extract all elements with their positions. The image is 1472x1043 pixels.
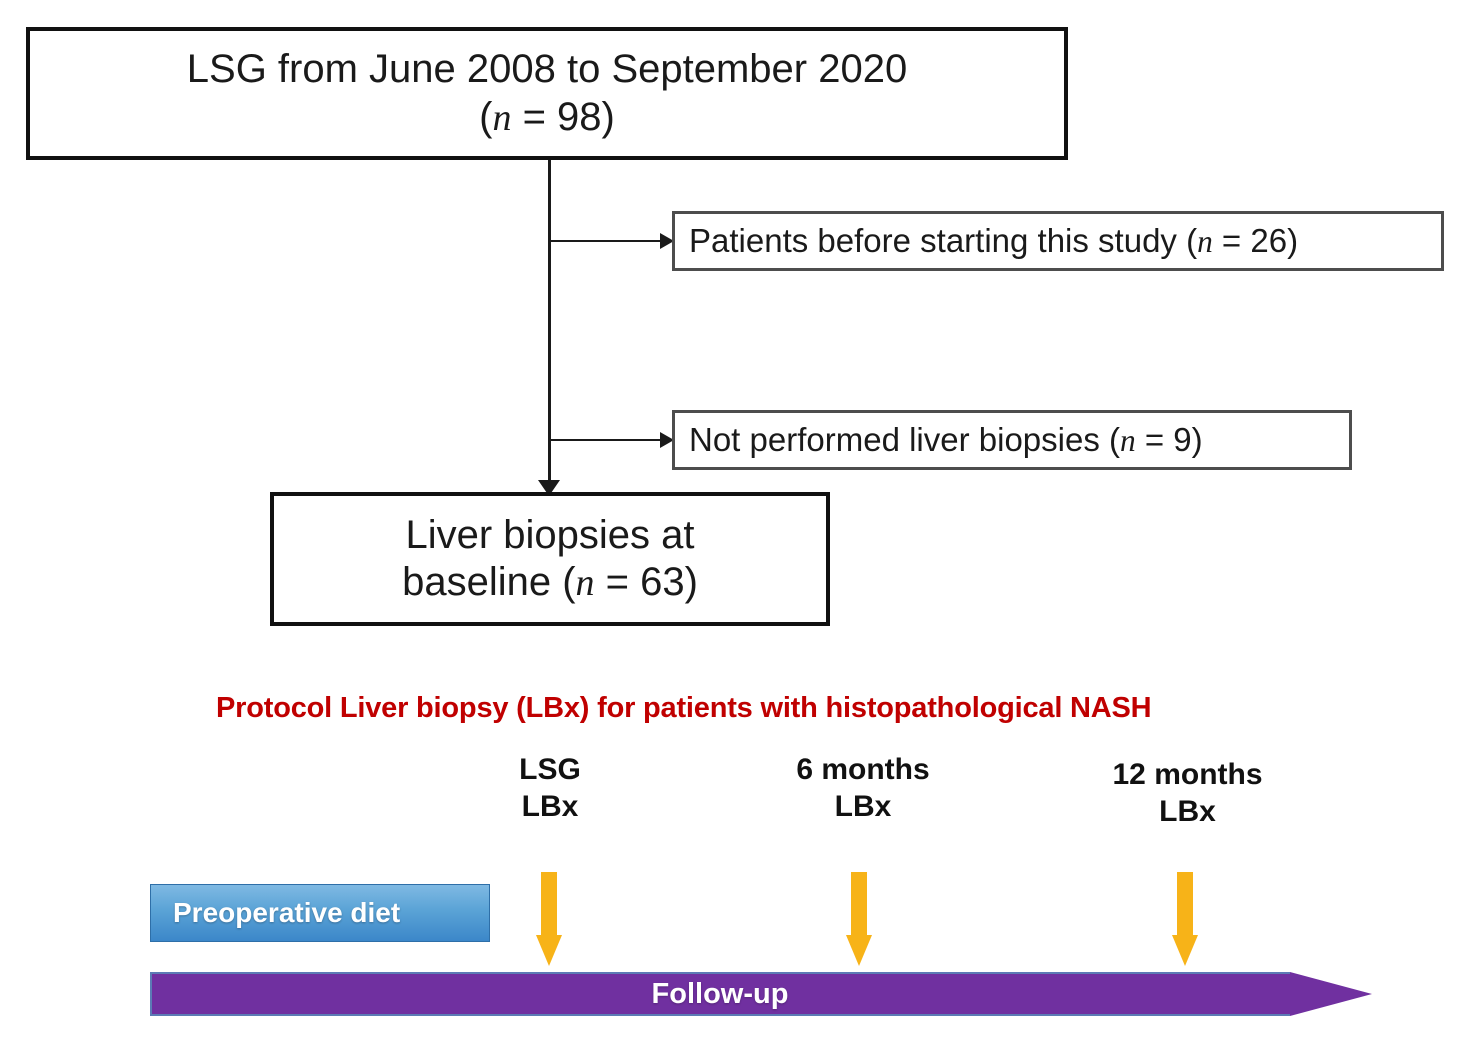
followup-bar-arrowhead-icon xyxy=(1290,972,1372,1016)
exclusion-box-1-text: Patients before starting this study (n =… xyxy=(689,221,1299,259)
preoperative-diet-label: Preoperative diet xyxy=(173,897,401,928)
arrowhead-branch-1-icon xyxy=(660,233,674,249)
exclusion-box-2: Not performed liver biopsies (n = 9) xyxy=(672,410,1352,470)
n-symbol: n xyxy=(492,96,512,139)
connector-branch-2 xyxy=(548,439,672,441)
arrow-shaft xyxy=(1177,872,1193,936)
arrowhead-branch-2-icon xyxy=(660,432,674,448)
enrolled-box-text: LSG from June 2008 to September 2020 (n … xyxy=(187,46,907,140)
down-arrow-12-months-icon xyxy=(1172,872,1198,966)
baseline-box-line1: Liver biopsies at xyxy=(405,512,695,557)
followup-bar-body xyxy=(150,972,1290,1016)
arrow-head xyxy=(846,935,872,966)
arrow-shaft xyxy=(851,872,867,936)
preoperative-diet-bar: Preoperative diet xyxy=(150,884,490,942)
n-symbol: n xyxy=(1120,422,1136,458)
timepoint-label-6-months: 6 months LBx xyxy=(768,752,958,825)
followup-label: Follow-up xyxy=(651,977,789,1010)
arrow-head xyxy=(536,935,562,966)
n-symbol: n xyxy=(575,562,595,604)
connector-trunk xyxy=(548,160,551,492)
down-arrow-6-months-icon xyxy=(846,872,872,966)
baseline-box-count: baseline (n = 63) xyxy=(402,560,698,604)
arrow-shaft xyxy=(541,872,557,936)
exclusion-box-1: Patients before starting this study (n =… xyxy=(672,211,1444,271)
followup-arrow-bar: Follow-up xyxy=(150,972,1372,1016)
enrolled-box-count: (n = 98) xyxy=(479,94,615,139)
exclusion-box-2-text: Not performed liver biopsies (n = 9) xyxy=(689,420,1203,458)
timepoint-2-top: 12 months xyxy=(1112,758,1263,791)
timepoint-0-top: LSG xyxy=(519,753,581,786)
timepoint-label-lsg: LSG LBx xyxy=(460,752,640,825)
timepoint-0-bottom: LBx xyxy=(521,789,579,823)
timepoint-1-top: 6 months xyxy=(796,753,930,786)
baseline-box: Liver biopsies at baseline (n = 63) xyxy=(270,492,830,626)
timepoint-1-bottom: LBx xyxy=(834,789,892,823)
timepoint-label-12-months: 12 months LBx xyxy=(1090,757,1285,830)
protocol-heading: Protocol Liver biopsy (LBx) for patients… xyxy=(216,692,1152,724)
timepoint-2-bottom: LBx xyxy=(1159,794,1216,828)
enrolled-box-line1: LSG from June 2008 to September 2020 xyxy=(186,47,908,92)
connector-branch-1 xyxy=(548,240,672,242)
n-symbol: n xyxy=(1197,223,1213,259)
down-arrow-lsg-icon xyxy=(536,872,562,966)
enrolled-box: LSG from June 2008 to September 2020 (n … xyxy=(26,27,1068,160)
baseline-box-text: Liver biopsies at baseline (n = 63) xyxy=(402,512,698,606)
arrow-head xyxy=(1172,935,1198,966)
